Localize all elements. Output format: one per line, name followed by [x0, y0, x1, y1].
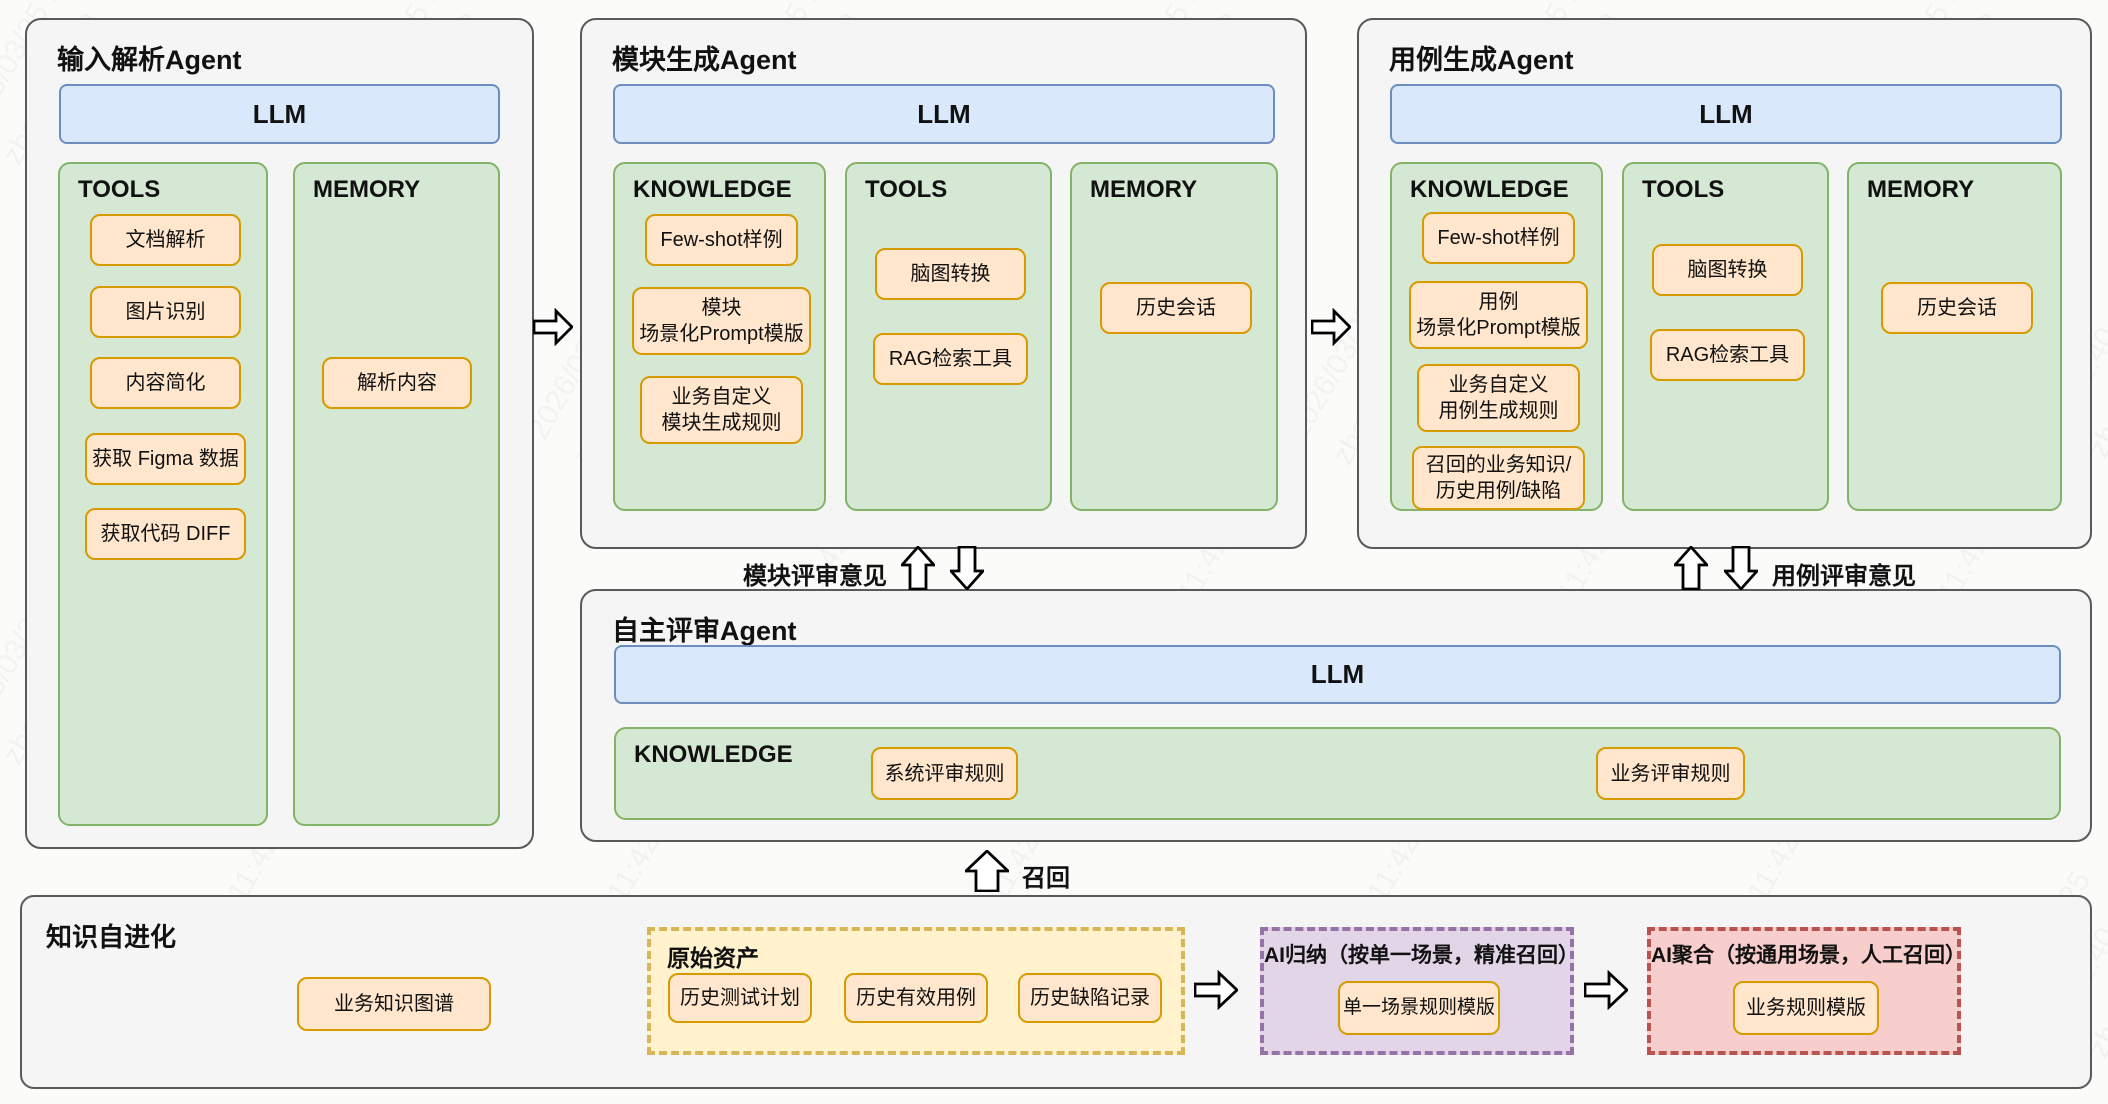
knowledge-item: Few-shot样例: [1422, 212, 1575, 264]
agent-input-llm-label: LLM: [252, 98, 307, 129]
agent-review-knowledge-panel: KNOWLEDGE 系统评审规则 业务评审规则: [614, 727, 2061, 820]
agent-input-memory-header: MEMORY: [313, 176, 421, 203]
raw-asset-item: 历史有效用例: [844, 973, 988, 1023]
agent-module-memory-header: MEMORY: [1090, 176, 1198, 203]
agent-module-gen-box: 模块生成Agent LLM KNOWLEDGE Few-shot样例 模块 场景…: [580, 18, 1307, 549]
tool-item: 文档解析: [90, 214, 241, 266]
right-arrow-icon: [1311, 308, 1351, 346]
knowledge-item: 业务评审规则: [1596, 747, 1745, 800]
raw-assets-box: 原始资产 历史测试计划 历史有效用例 历史缺陷记录: [647, 927, 1185, 1055]
raw-asset-item: 历史缺陷记录: [1018, 973, 1162, 1023]
down-arrow-icon: [1724, 546, 1758, 590]
tool-item: RAG检索工具: [873, 333, 1028, 385]
tool-item: 图片识别: [90, 286, 241, 338]
agent-input-parse-box: 输入解析Agent LLM TOOLS 文档解析 图片识别 内容简化 获取 Fi…: [25, 18, 534, 849]
agent-module-knowledge-header: KNOWLEDGE: [633, 176, 792, 203]
agent-input-tools-panel: TOOLS 文档解析 图片识别 内容简化 获取 Figma 数据 获取代码 DI…: [58, 162, 268, 826]
tool-item: 脑图转换: [875, 248, 1026, 300]
agent-review-llm-label: LLM: [1310, 659, 1365, 689]
right-arrow-icon: [1194, 970, 1238, 1010]
ai-aggregation-title: AI聚合（按通用场景，人工召回）: [1651, 944, 1966, 967]
knowledge-item: 召回的业务知识/ 历史用例/缺陷: [1412, 446, 1585, 510]
tool-item: 获取 Figma 数据: [85, 433, 246, 485]
agent-module-memory-panel: MEMORY 历史会话: [1070, 162, 1278, 511]
agent-module-llm-label: LLM: [917, 98, 971, 129]
agent-usecase-tools-panel: TOOLS 脑图转换 RAG检索工具: [1622, 162, 1829, 511]
tool-item: RAG检索工具: [1650, 329, 1805, 381]
agent-module-tools-header: TOOLS: [865, 176, 948, 203]
tool-item: 内容简化: [90, 357, 241, 409]
agent-usecase-llm-bar: LLM: [1390, 84, 2062, 144]
agent-module-gen-title: 模块生成Agent: [612, 45, 797, 75]
ai-aggregation-item: 业务规则模版: [1733, 981, 1879, 1035]
down-arrow-icon: [950, 546, 984, 590]
agent-module-tools-panel: TOOLS 脑图转换 RAG检索工具: [845, 162, 1052, 511]
right-arrow-icon: [533, 308, 573, 346]
agent-input-memory-panel: MEMORY 解析内容: [293, 162, 500, 826]
ai-induction-item: 单一场景规则模版: [1338, 981, 1500, 1035]
agent-input-parse-title: 输入解析Agent: [57, 45, 242, 75]
up-arrow-icon: [901, 546, 935, 590]
agent-usecase-gen-box: 用例生成Agent LLM KNOWLEDGE Few-shot样例 用例 场景…: [1357, 18, 2092, 549]
knowledge-item: 业务自定义 用例生成规则: [1417, 364, 1580, 432]
raw-asset-item: 历史测试计划: [668, 973, 812, 1023]
up-arrow-icon: [1674, 546, 1708, 590]
agent-review-box: 自主评审Agent LLM KNOWLEDGE 系统评审规则 业务评审规则: [580, 589, 2092, 842]
knowledge-item: 系统评审规则: [871, 747, 1018, 800]
up-arrow-icon: [965, 850, 1009, 892]
memory-item: 历史会话: [1100, 282, 1252, 334]
agent-usecase-knowledge-header: KNOWLEDGE: [1410, 176, 1569, 203]
knowledge-item: 业务自定义 模块生成规则: [640, 376, 803, 444]
agent-usecase-knowledge-panel: KNOWLEDGE Few-shot样例 用例 场景化Prompt模版 业务自定…: [1390, 162, 1603, 511]
agent-review-llm-bar: LLM: [614, 645, 2061, 704]
ai-induction-title: AI归纳（按单一场景，精准召回）: [1264, 944, 1579, 967]
raw-assets-title: 原始资产: [667, 945, 759, 971]
memory-item: 历史会话: [1881, 282, 2033, 334]
recall-label: 召回: [1022, 865, 1070, 892]
agent-usecase-memory-header: MEMORY: [1867, 176, 1975, 203]
agent-usecase-memory-panel: MEMORY 历史会话: [1847, 162, 2062, 511]
tool-item: 脑图转换: [1652, 244, 1803, 296]
memory-item: 解析内容: [322, 357, 472, 409]
right-arrow-icon: [1584, 970, 1628, 1010]
agent-usecase-gen-title: 用例生成Agent: [1389, 45, 1574, 75]
business-knowledge-graph-item: 业务知识图谱: [297, 977, 491, 1031]
agent-review-knowledge-header: KNOWLEDGE: [634, 741, 793, 768]
knowledge-item: 用例 场景化Prompt模版: [1409, 281, 1588, 349]
knowledge-evolution-title: 知识自进化: [46, 922, 177, 952]
agent-usecase-llm-label: LLM: [1699, 98, 1753, 129]
ai-aggregation-box: AI聚合（按通用场景，人工召回） 业务规则模版: [1647, 927, 1966, 1055]
tool-item: 获取代码 DIFF: [85, 508, 246, 560]
agent-review-title: 自主评审Agent: [612, 616, 797, 646]
module-review-label: 模块评审意见: [743, 563, 887, 590]
knowledge-item: 模块 场景化Prompt模版: [632, 287, 811, 355]
knowledge-item: Few-shot样例: [645, 214, 798, 266]
agent-module-knowledge-panel: KNOWLEDGE Few-shot样例 模块 场景化Prompt模版 业务自定…: [613, 162, 826, 511]
agent-input-tools-header: TOOLS: [78, 176, 161, 203]
knowledge-evolution-box: 知识自进化 业务知识图谱 原始资产 历史测试计划 历史有效用例 历史缺陷记录 A…: [20, 895, 2092, 1089]
usecase-review-label: 用例评审意见: [1772, 563, 1916, 590]
agent-input-llm-bar: LLM: [59, 84, 500, 144]
ai-induction-box: AI归纳（按单一场景，精准召回） 单一场景规则模版: [1260, 927, 1579, 1055]
agent-module-llm-bar: LLM: [613, 84, 1275, 144]
agent-usecase-tools-header: TOOLS: [1642, 176, 1725, 203]
